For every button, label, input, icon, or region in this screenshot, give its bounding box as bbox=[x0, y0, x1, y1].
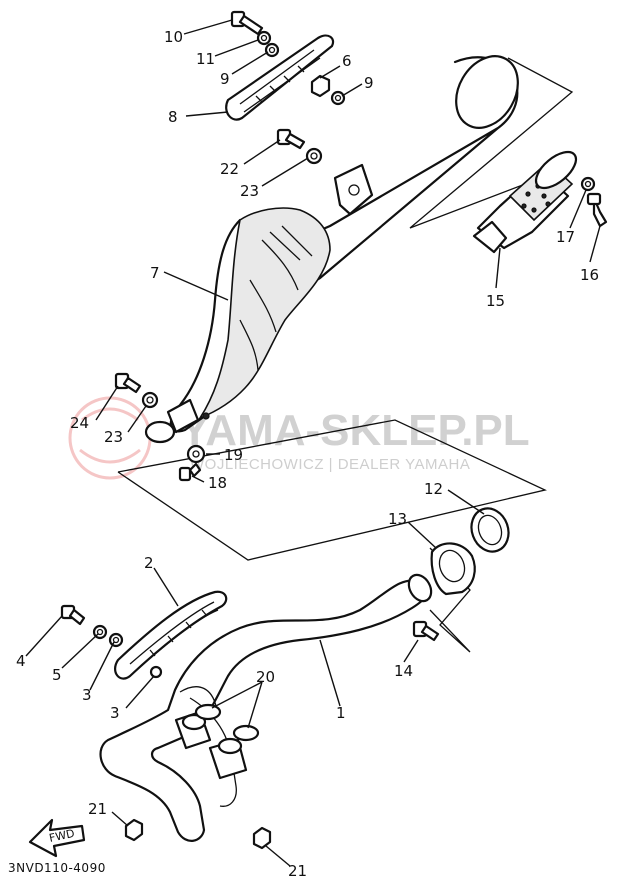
callout-23-upper: 23 bbox=[240, 182, 259, 200]
callout-11: 11 bbox=[196, 50, 215, 68]
callout-24: 24 bbox=[70, 414, 89, 432]
callout-16: 16 bbox=[580, 266, 599, 284]
callout-18: 18 bbox=[208, 474, 227, 492]
callout-5: 5 bbox=[52, 666, 62, 684]
callout-17: 17 bbox=[556, 228, 575, 246]
callout-7: 7 bbox=[150, 264, 160, 282]
callout-3-upper: 3 bbox=[82, 686, 92, 704]
callout-12: 12 bbox=[424, 480, 443, 498]
callout-3-lower: 3 bbox=[110, 704, 120, 722]
forward-arrow-icon: FWD bbox=[28, 818, 86, 858]
callout-13: 13 bbox=[388, 510, 407, 528]
heat-protector-upper bbox=[225, 34, 335, 121]
callout-10: 10 bbox=[164, 28, 183, 46]
callout-23-lower: 23 bbox=[104, 428, 123, 446]
callout-6: 6 bbox=[342, 52, 352, 70]
callout-8: 8 bbox=[168, 108, 178, 126]
heat-protector-lower bbox=[114, 590, 228, 680]
callout-20: 20 bbox=[256, 668, 275, 686]
diagram-code: 3NVD110-4090 bbox=[8, 861, 106, 875]
watermark: YAMA-SKLEP.PL WOJLIECHOWICZ | DEALER YAM… bbox=[68, 396, 530, 480]
assembly-group-lines bbox=[117, 57, 576, 653]
muffler-body bbox=[144, 55, 519, 444]
fwd-label: FWD bbox=[48, 827, 76, 845]
callout-15: 15 bbox=[486, 292, 505, 310]
callout-21-right: 21 bbox=[288, 862, 307, 880]
callout-19: 19 bbox=[224, 446, 243, 464]
exhaust-pipe bbox=[99, 573, 433, 842]
callout-4: 4 bbox=[16, 652, 26, 670]
callout-9-lower: 9 bbox=[364, 74, 374, 92]
manifold-gaskets bbox=[194, 703, 260, 742]
callout-14: 14 bbox=[394, 662, 413, 680]
watermark-title: YAMA-SKLEP.PL bbox=[180, 406, 530, 455]
leader-lines bbox=[25, 19, 601, 867]
callout-2: 2 bbox=[144, 554, 154, 572]
muffler-baffle bbox=[472, 150, 578, 254]
callout-9-upper: 9 bbox=[220, 70, 230, 88]
callouts: 10 11 9 8 6 9 22 23 7 15 17 16 24 23 19 … bbox=[16, 28, 599, 880]
joint-gaskets bbox=[430, 507, 510, 596]
watermark-subtitle: WOJLIECHOWICZ | DEALER YAMAHA bbox=[190, 456, 470, 473]
callout-21-left: 21 bbox=[88, 800, 107, 818]
callout-22: 22 bbox=[220, 160, 239, 178]
callout-1: 1 bbox=[336, 704, 346, 722]
